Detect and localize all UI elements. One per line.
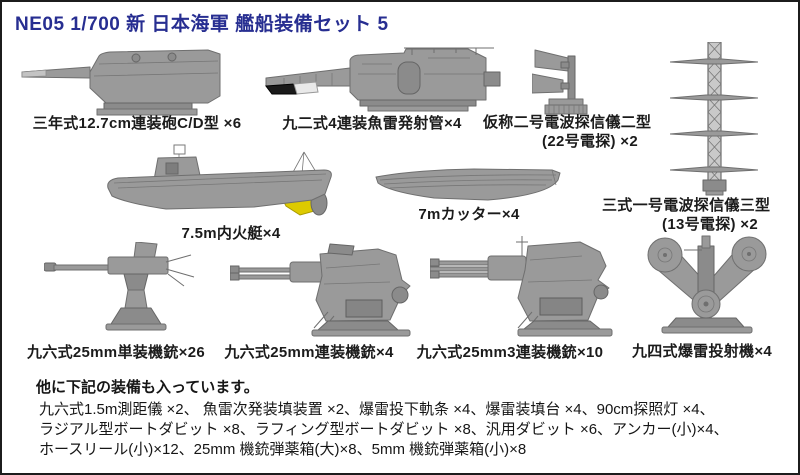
item-label: 仮称二号電波探信儀二型 [483, 114, 652, 131]
item-label: 7mカッター×4 [418, 206, 520, 223]
item-label: 三式一号電波探信儀三型 [602, 197, 771, 214]
radar-13-silhouette [670, 42, 758, 196]
item-label: 九六式25mm連装機銃×4 [224, 344, 394, 361]
twin-25mm-silhouette [230, 243, 411, 337]
footer-heading: 他に下記の装備も入っています。 [36, 379, 259, 396]
additional-equipment-list: 他に下記の装備も入っています。 九六式1.5m測距儀 ×2、 魚雷次発装填装置 … [36, 378, 729, 460]
footer-line-3: ホースリール(小)×12、25mm 機銃弾薬箱(大)×8、5mm 機銃弾薬箱(小… [39, 441, 527, 458]
item-label: 7.5m内火艇×4 [181, 225, 281, 242]
item-sublabel: (22号電探) ×2 [542, 133, 638, 150]
item-label: 九六式25mm単装機銃×26 [26, 344, 205, 361]
item-label: 九四式爆雷投射機×4 [631, 343, 773, 360]
page-title: NE05 1/700 新 日本海軍 艦船装備セット 5 [15, 14, 389, 35]
item-label: 九二式4連装魚雷発射管×4 [282, 115, 462, 132]
motor-boat-silhouette [107, 144, 332, 216]
radar-22-silhouette [532, 49, 588, 115]
footer-line-2: ラジアル型ボートダビット ×8、ラフィング型ボートダビット ×8、汎用ダビット … [39, 421, 729, 438]
cutter-silhouette [375, 168, 561, 201]
torpedo-launcher-silhouette [265, 47, 501, 112]
depth-charge-projector-silhouette [647, 235, 767, 334]
triple-25mm-silhouette [430, 236, 613, 337]
item-label: 三年式12.7cm連装砲C/D型 ×6 [32, 115, 242, 132]
item-sublabel: (13号電探) ×2 [662, 216, 758, 233]
item-label: 九六式25mm3連装機銃×10 [416, 344, 604, 361]
gun-turret-silhouette [21, 49, 221, 116]
footer-line-1: 九六式1.5m測距儀 ×2、 魚雷次発装填装置 ×2、爆雷投下軌条 ×4、爆雷装… [39, 401, 715, 418]
single-25mm-silhouette [44, 242, 195, 331]
